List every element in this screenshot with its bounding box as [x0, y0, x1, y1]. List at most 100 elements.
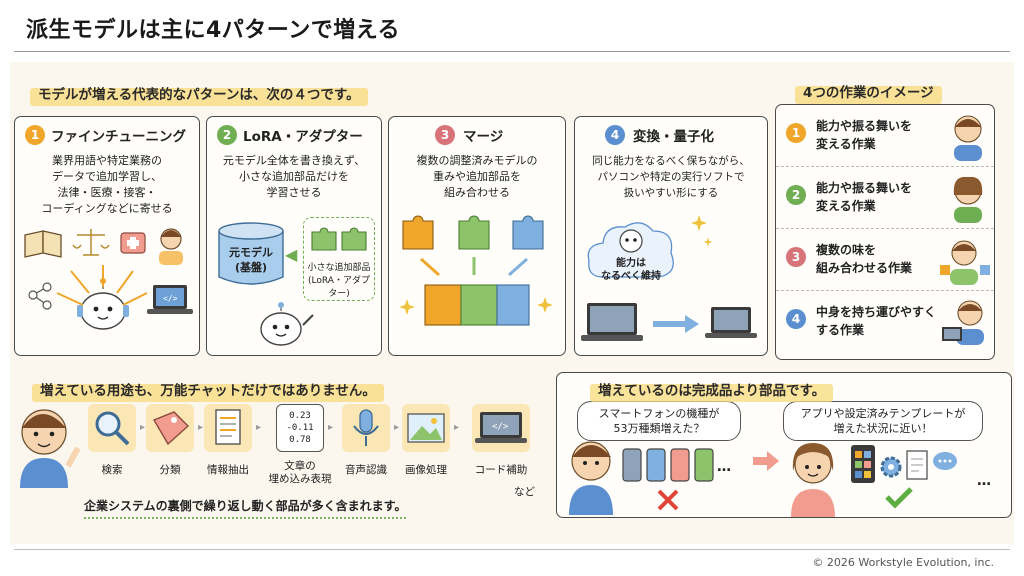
dot-arrow-icon: ▸ — [198, 422, 204, 433]
use-label: コード補助 — [474, 464, 528, 476]
svg-text:</>: </> — [163, 294, 178, 303]
use-box-extract — [204, 404, 252, 452]
use-label: 音声認識 — [345, 464, 387, 476]
pattern-number: 2 — [217, 125, 237, 145]
apps-illustration — [851, 445, 957, 509]
gear-icon — [880, 456, 902, 478]
desc-line: 小さな追加部品だけを — [239, 170, 349, 183]
cross-mark-icon — [657, 489, 679, 511]
desc-line: 複数の調整済みモデルの — [416, 154, 538, 167]
use-label: 分類 — [159, 464, 181, 476]
work-item: 3 複数の味を 組み合わせる作業 — [776, 229, 994, 291]
puzzle-green-icon — [458, 215, 490, 250]
work-text: 能力や振る舞いを 変える作業 — [816, 117, 912, 153]
work-text-line: 複数の味を — [816, 243, 877, 257]
vector-value: 0.23 — [289, 411, 311, 421]
work-number: 4 — [786, 309, 806, 329]
desc-line: 重みや追加部品を — [433, 170, 521, 183]
sparkle-icon — [399, 297, 553, 315]
laptop-convert-illustration — [581, 303, 757, 341]
receptionist-icon — [159, 228, 183, 265]
app-grid-phone-icon — [851, 445, 875, 483]
dot-arrow-icon: ▸ — [328, 422, 334, 433]
desc-line: 同じ能力をなるべく保ちながら、 — [592, 155, 750, 167]
laptop-code-icon: </> — [475, 412, 527, 443]
pattern-title: ファインチューニング — [51, 129, 186, 145]
pattern-number: 1 — [25, 125, 45, 145]
dot-arrow-icon: ▸ — [454, 422, 460, 433]
use-box-embedding: 0.23 -0.11 0.78 — [276, 404, 324, 452]
footer-divider — [14, 549, 1010, 550]
cloud-label-line: なるべく維持 — [601, 271, 661, 282]
work-text-line: 変える作業 — [816, 137, 876, 151]
arrow-left-icon: ◀ — [285, 245, 298, 264]
title-divider — [14, 51, 1010, 52]
desc-line: パソコンや特定の実行ソフトで — [597, 171, 745, 183]
work-item: 1 能力や振る舞いを 変える作業 — [776, 105, 994, 167]
arrow-right-icon — [653, 315, 699, 333]
work-number: 3 — [786, 247, 806, 267]
desc-line: 法律・医療・接客・ — [57, 186, 157, 199]
arrow-right-icon — [753, 451, 779, 471]
cloud-label-line: 能力は — [616, 258, 646, 269]
robot-icon — [77, 278, 129, 330]
book-icon — [24, 230, 62, 258]
sparkle-icon — [691, 215, 713, 247]
merge-puzzle-illustration — [399, 215, 553, 326]
robot-icon — [260, 302, 314, 346]
magnifier-icon — [95, 411, 130, 446]
use-label: 検索 — [101, 464, 123, 476]
document-icon — [215, 409, 241, 445]
work-text: 能力や振る舞いを 変える作業 — [816, 179, 912, 215]
adapter-label: 小さな追加部品 (LoRA・アダプター) — [304, 262, 374, 301]
desc-line: 元モデル全体を書き換えず、 — [222, 154, 366, 167]
desc-line: 組み合わせる — [444, 186, 510, 199]
work-text-line: 中身を持ち運びやすく — [816, 305, 937, 319]
laptop-icon: </> — [147, 285, 193, 314]
work-item: 4 中身を持ち運びやすく する作業 — [776, 291, 994, 353]
share-nodes-icon — [28, 282, 52, 310]
adapter-box: 小さな追加部品 (LoRA・アダプター) — [303, 217, 375, 301]
scales-icon — [72, 229, 110, 256]
desc-line: データで追加学習し、 — [52, 170, 162, 183]
uses-heading: 増えている用途も、万能チャットだけではありません。 — [32, 376, 384, 402]
pattern-title: LoRA・アダプター — [243, 129, 363, 145]
page-title: 派生モデルは主に4パターンで増える — [26, 18, 401, 43]
work-text-line: 変える作業 — [816, 199, 876, 213]
puzzle-orange-icon — [402, 215, 434, 250]
vector-icon: 0.23 -0.11 0.78 — [277, 405, 323, 446]
vector-value: -0.11 — [286, 423, 314, 433]
chat-bubble-icon — [933, 452, 957, 470]
use-box-speech — [342, 404, 390, 452]
parts-heading: 増えているのは完成品より部品です。 — [590, 376, 834, 402]
puzzle-blue-icon — [512, 215, 544, 250]
pattern-description: 複数の調整済みモデルの 重みや追加部品を 組み合わせる — [395, 153, 559, 201]
pattern-description: 元モデル全体を書き換えず、 小さな追加部品だけを 学習させる — [213, 153, 375, 201]
work-text: 複数の味を 組み合わせる作業 — [816, 241, 912, 277]
dot-arrow-icon: ▸ — [256, 422, 262, 433]
finetuning-illustration: </> — [24, 228, 193, 330]
pattern-title: 変換・量子化 — [633, 129, 714, 145]
use-label: 情報抽出 — [207, 464, 249, 476]
smartphone-icon — [622, 448, 642, 482]
laptop-small-icon — [705, 307, 757, 338]
cloud-label: 能力は なるべく維持 — [583, 257, 679, 283]
cylinder-label-line: (基盤) — [234, 261, 268, 274]
work-image-box: 1 能力や振る舞いを 変える作業 2 能力や振る舞いを 変える作業 3 複数の味… — [775, 104, 995, 360]
work-text-line: する作業 — [816, 323, 865, 337]
microphone-icon — [353, 409, 379, 446]
girl-icon — [791, 443, 835, 517]
desc-line: 学習させる — [266, 186, 322, 199]
adapter-label-line: 小さな追加部品 — [307, 263, 371, 273]
base-model-label: 元モデル (基盤) — [215, 245, 287, 275]
work-number: 2 — [786, 185, 806, 205]
person-icon — [954, 115, 982, 161]
uses-note: 企業システムの裏側で繰り返し動く部品が多く含まれます。 — [84, 497, 407, 519]
merge-arrows-icon — [420, 257, 528, 277]
desc-line: 業界用語や特定業務の — [52, 154, 162, 167]
svg-text:</>: </> — [492, 422, 509, 432]
pattern-card-merge: 3 マージ 複数の調整済みモデルの 重みや追加部品を 組み合わせる — [388, 116, 566, 356]
tag-icon — [152, 411, 190, 446]
desc-line: 扱いやすい形にする — [623, 187, 719, 199]
base-model-cylinder-icon — [218, 222, 284, 285]
